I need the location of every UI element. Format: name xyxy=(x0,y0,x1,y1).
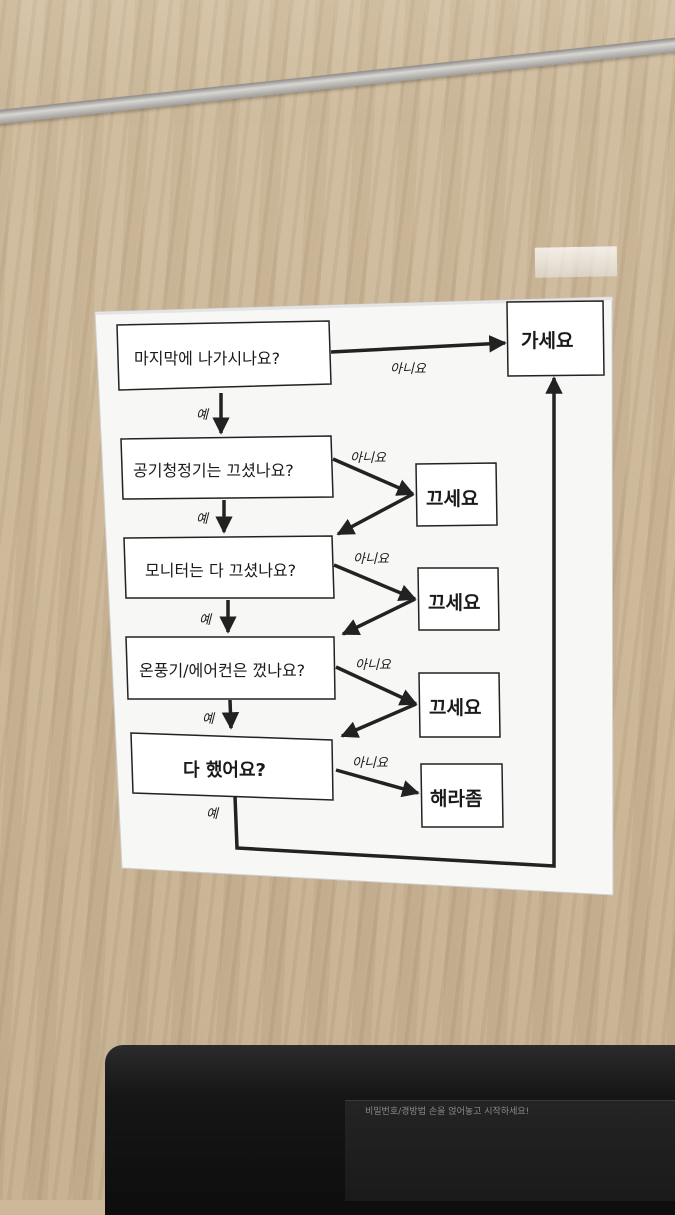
door-lock-label: 비밀번호/경방법 손을 얹어놓고 시작하세요! xyxy=(365,1104,529,1117)
answer-turn-off-2: 끄세요 xyxy=(428,592,481,614)
answer-box-turnoff-1 xyxy=(415,462,498,527)
scotch-tape xyxy=(534,246,618,278)
arrow-back-4 xyxy=(340,702,417,738)
answer-do-it: 해라좀 xyxy=(430,788,483,810)
label-no-3: 아니요 xyxy=(353,552,389,567)
question-box-2 xyxy=(120,435,334,500)
answer-turn-off-3: 끄세요 xyxy=(429,697,482,719)
arrow-q1-no xyxy=(330,335,507,354)
label-no-1: 아니요 xyxy=(390,362,426,377)
label-yes-3: 예 xyxy=(199,613,211,628)
answer-turn-off-1: 끄세요 xyxy=(426,488,479,510)
question-box-5 xyxy=(130,732,334,801)
arrow-q5-no xyxy=(335,768,420,798)
label-no-5: 아니요 xyxy=(352,756,388,771)
arrow-q5-yes-loop xyxy=(233,376,563,868)
question-box-4 xyxy=(125,636,336,700)
arrow-back-2 xyxy=(336,492,414,536)
arrow-q3-no xyxy=(333,563,417,601)
label-yes-2: 예 xyxy=(196,512,208,527)
label-yes-1: 예 xyxy=(196,408,208,423)
lock-instruction-text: 손을 얹어놓고 시작하세요! xyxy=(428,1107,530,1117)
question-last-out: 마지막에 나가시나요? xyxy=(134,349,281,368)
question-air-purifier: 공기청정기는 끄셨나요? xyxy=(133,461,294,480)
answer-go: 가세요 xyxy=(521,330,574,352)
door-lock-label-panel xyxy=(345,1100,675,1201)
question-box-3 xyxy=(123,535,335,599)
answer-box-turnoff-2 xyxy=(417,567,500,631)
answer-box-go xyxy=(506,300,605,377)
label-yes-5: 예 xyxy=(206,807,218,822)
question-monitors: 모니터는 다 끄셨나요? xyxy=(145,561,297,580)
arrow-q4-no xyxy=(335,665,418,706)
answer-box-doit xyxy=(420,763,504,828)
answer-box-turnoff-3 xyxy=(418,672,501,738)
arrow-q2-no xyxy=(332,457,415,496)
question-heater-ac: 온풍기/에어컨은 껐나요? xyxy=(139,661,306,680)
lock-label-text: 비밀번호/경방법 xyxy=(365,1107,426,1117)
question-all-done: 다 했어요? xyxy=(183,760,266,781)
arrow-back-3 xyxy=(341,597,416,636)
label-no-2: 아니요 xyxy=(350,451,386,466)
question-box-1 xyxy=(116,320,332,391)
label-yes-4: 예 xyxy=(202,712,214,727)
arrow-q4-yes xyxy=(221,699,240,730)
label-no-4: 아니요 xyxy=(355,658,391,673)
